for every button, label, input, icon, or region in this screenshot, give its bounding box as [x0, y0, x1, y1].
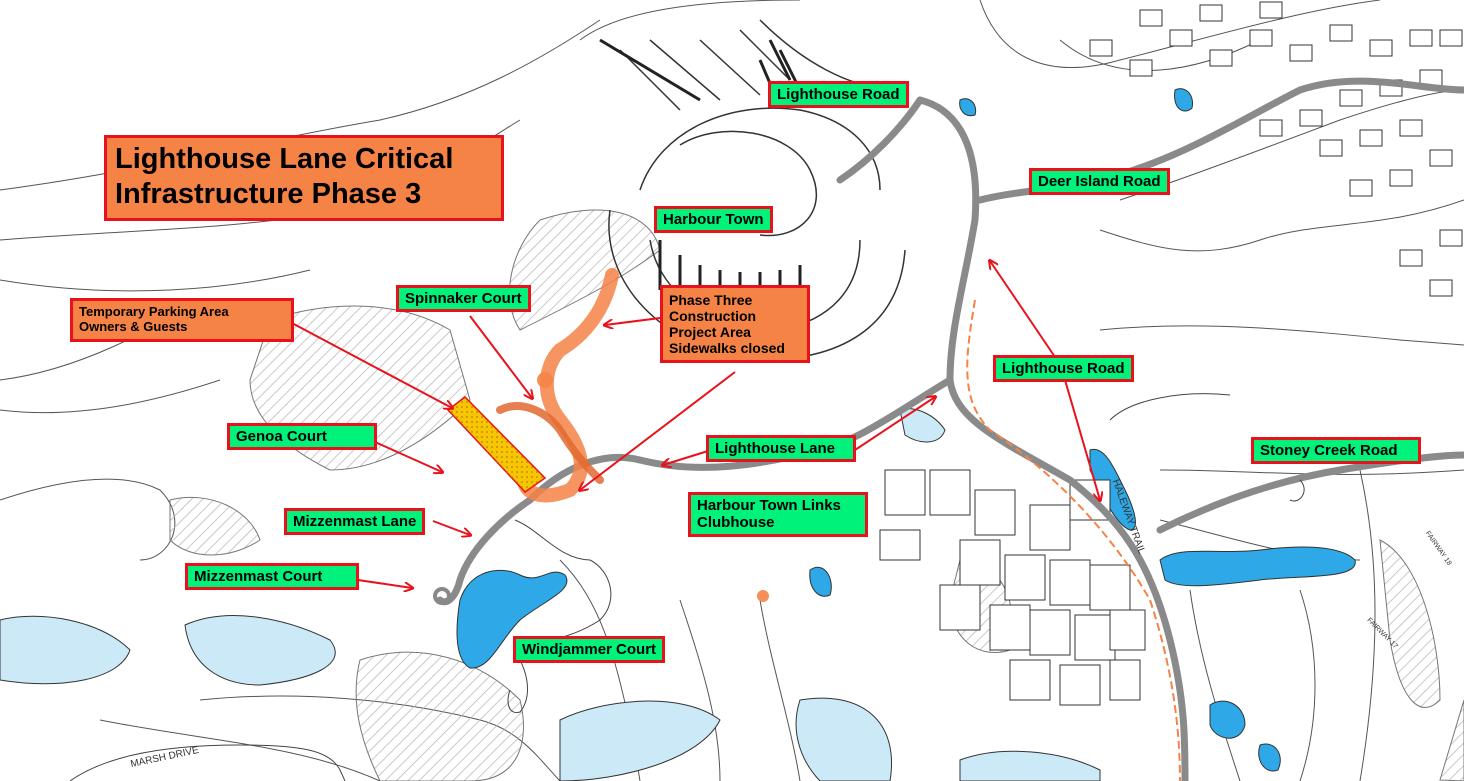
building-footprints: [879, 1, 1463, 706]
label-spinnaker-court: Spinnaker Court: [396, 285, 531, 313]
label-lighthouse-road-top: Lighthouse Road: [768, 81, 909, 109]
label-phase-three-area: Phase Three Construction Project Area Si…: [660, 285, 810, 364]
construction-area-branch: [496, 402, 604, 484]
cul-de-sac: [433, 587, 451, 605]
label-lighthouse-lane: Lighthouse Lane: [706, 435, 856, 463]
construction-area: [518, 268, 619, 503]
map-title: Lighthouse Lane Critical Infrastructure …: [104, 135, 504, 221]
construction-marker: [757, 590, 769, 602]
road-edges: [69, 393, 1305, 781]
construction-route-line: [966, 299, 1181, 781]
callout-arrows: [289, 261, 1100, 588]
label-mizzenmast-lane: Mizzenmast Lane: [284, 508, 426, 536]
construction-marker: [537, 372, 553, 388]
label-genoa-court: Genoa Court: [227, 423, 377, 451]
label-temporary-parking: Temporary Parking Area Owners & Guests: [70, 298, 294, 342]
label-mizzenmast-court: Mizzenmast Court: [185, 563, 359, 591]
water-bodies: [456, 88, 1356, 772]
label-windjammer-court: Windjammer Court: [513, 636, 666, 664]
label-harbour-town-links: Harbour Town Links Clubhouse: [688, 492, 868, 537]
label-lighthouse-road-mid: Lighthouse Road: [993, 355, 1134, 383]
label-stoney-creek-road: Stoney Creek Road: [1251, 437, 1421, 465]
label-harbour-town: Harbour Town: [654, 206, 773, 234]
roads: [436, 77, 1464, 781]
light-water: [0, 408, 1101, 781]
label-deer-island-road: Deer Island Road: [1029, 168, 1170, 196]
